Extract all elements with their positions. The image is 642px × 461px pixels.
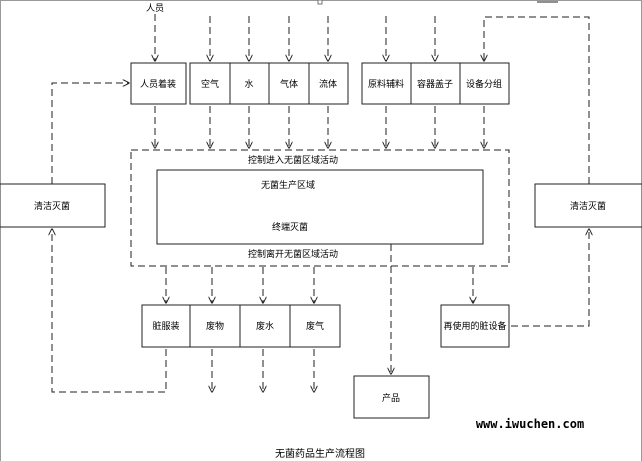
sterile-area-box: [156, 169, 484, 245]
box-cleaning-right: [534, 183, 642, 228]
label-waste: 废物: [206, 320, 224, 332]
label-product: 产品: [382, 392, 400, 404]
website-watermark: www.iwuchen.com: [476, 417, 584, 431]
arrow-cleaning-to-dressing: [51, 83, 129, 184]
box-product: [353, 375, 430, 419]
box-waste-gas: [289, 304, 341, 348]
label-cleaning-left: 清洁灭菌: [34, 200, 70, 212]
sterile-area-label: 无菌生产区域: [261, 179, 315, 191]
label-container-caps: 容器盖子: [417, 78, 453, 90]
personnel-label: 人员: [146, 3, 164, 14]
arrow-cleaning-right-to-equipment: [484, 16, 590, 184]
box-waste-water: [239, 304, 291, 348]
frame-handle: [317, 0, 323, 5]
label-dirty-clothes: 脏服装: [152, 320, 179, 332]
box-equipment-parts: [459, 62, 510, 105]
label-water: 水: [244, 78, 253, 90]
box-fluid: [308, 62, 349, 105]
label-waste-gas: 废气: [306, 320, 324, 332]
box-air: [189, 62, 231, 105]
box-gas: [268, 62, 310, 105]
box-personnel-dressing: [130, 62, 187, 105]
box-raw-materials: [361, 62, 412, 105]
label-equipment-parts: 设备分组: [466, 78, 502, 90]
label-fluid: 流体: [319, 78, 337, 90]
box-dirty-clothes: [141, 304, 191, 348]
label-reused-equipment: 再使用的脏设备: [443, 320, 506, 332]
label-raw-materials: 原料辅料: [368, 78, 404, 90]
box-reused-equipment: [440, 304, 510, 348]
box-waste: [189, 304, 241, 348]
box-water: [229, 62, 270, 105]
label-air: 空气: [201, 78, 219, 90]
label-cleaning-right: 清洁灭菌: [570, 200, 606, 212]
label-gas: 气体: [280, 78, 298, 90]
control-out-label: 控制离开无菌区域活动: [248, 248, 338, 260]
label-personnel-dressing: 人员着装: [140, 78, 176, 90]
label-waste-water: 废水: [256, 320, 274, 332]
terminal-sterilization-label: 终端灭菌: [272, 221, 308, 233]
arrow-dirty-clothes-to-cleaning: [52, 229, 167, 393]
arrow-equipment-to-cleaning: [511, 229, 589, 327]
controlled-area-boundary: [130, 149, 510, 267]
control-in-label: 控制进入无菌区域活动: [248, 154, 338, 166]
diagram-caption: 无菌药品生产流程图: [275, 447, 365, 460]
